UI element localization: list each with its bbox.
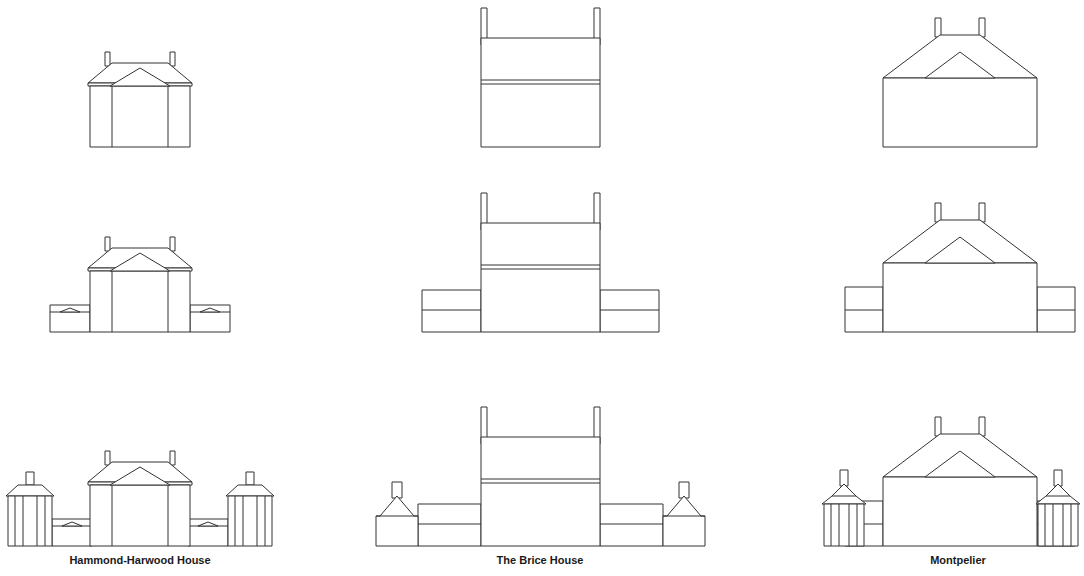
- brice-stage-2: [422, 193, 659, 332]
- house-caption: The Brice House: [495, 554, 586, 566]
- montpelier-stage-1: [883, 18, 1037, 147]
- hammond-harwood-stage-2: [50, 237, 230, 332]
- house-caption: Hammond-Harwood House: [67, 554, 212, 566]
- brice-stage-1: [481, 8, 600, 147]
- hammond-harwood-stage-3: [6, 451, 274, 546]
- montpelier-stage-2: [845, 203, 1075, 332]
- house-caption: Montpelier: [928, 554, 988, 566]
- brice-stage-3: [376, 407, 705, 546]
- hammond-harwood-stage-1: [88, 52, 192, 147]
- montpelier-stage-3: [822, 417, 1080, 546]
